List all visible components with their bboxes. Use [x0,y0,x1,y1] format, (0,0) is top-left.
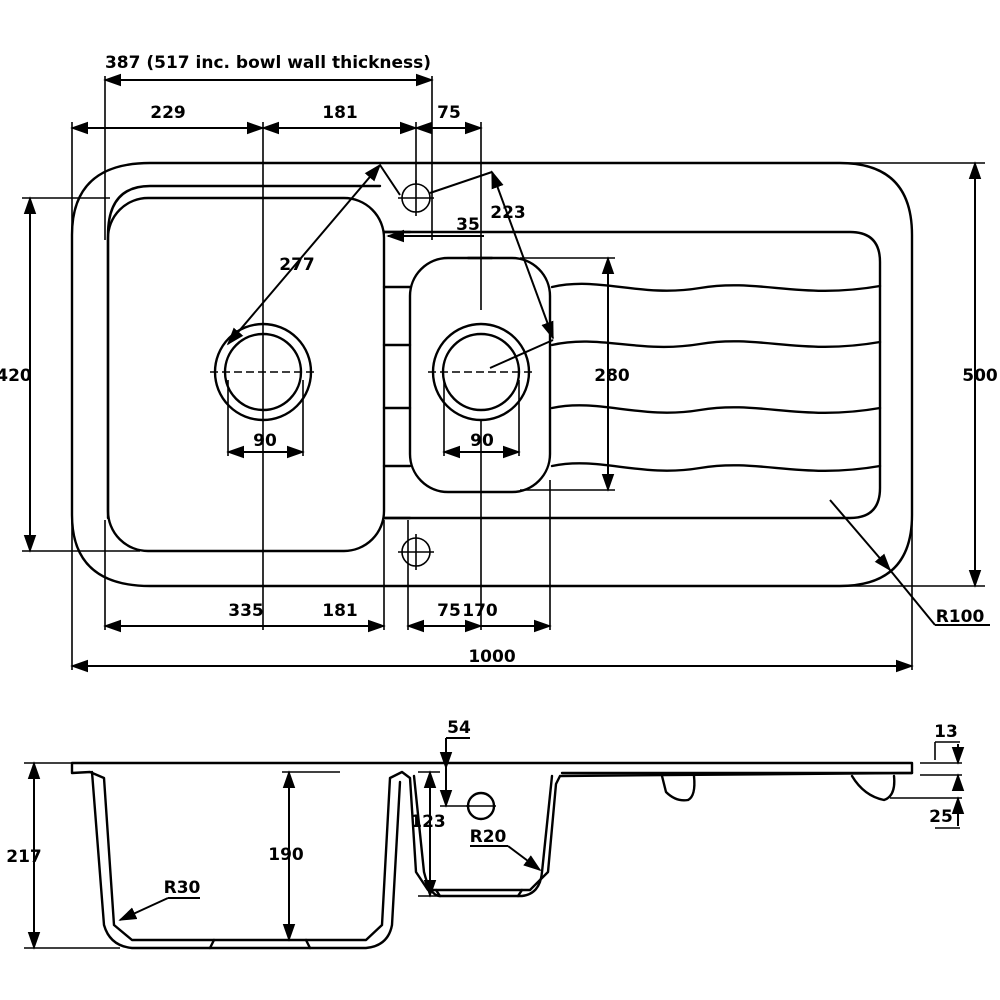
drainer-grooves [382,282,882,472]
dim-r30: R30 [164,878,201,898]
section-view: 217 190 123 54 R20 R30 13 25 [6,718,965,950]
section-overflow [466,791,496,821]
dim-75-top: 75 [437,103,461,123]
dim-75-bottom: 75 [437,601,461,621]
dim-500: 500 [962,366,998,386]
main-bowl [106,196,386,553]
dim-r20: R20 [470,827,507,847]
dim-35: 35 [456,215,480,235]
dim-181-bottom: 181 [322,601,358,621]
dim-190: 190 [268,845,304,865]
dim-90-small: 90 [470,431,494,451]
dim-170: 170 [462,601,498,621]
dim-335: 335 [228,601,264,621]
extension-lines [22,76,985,670]
dim-280: 280 [594,366,630,386]
dim-90-main: 90 [253,431,277,451]
dim-229: 229 [150,103,186,123]
dim-123: 123 [410,812,446,832]
dim-277: 277 [279,255,315,275]
dim-25: 25 [929,807,953,827]
sink-outline [70,161,914,588]
plan-view: 387 (517 inc. bowl wall thickness) 229 1… [0,53,998,673]
dim-54: 54 [447,718,471,738]
dim-13: 13 [934,722,958,742]
dim-420: 420 [0,366,32,386]
dim-1000: 1000 [468,647,515,667]
section-rim [70,761,914,942]
dim-217: 217 [6,847,42,867]
dim-bowl-total: 387 (517 inc. bowl wall thickness) [105,53,431,73]
dim-r100: R100 [936,607,985,627]
dim-181-top: 181 [322,103,358,123]
rim-inner-edge [106,184,882,520]
main-waste [210,322,318,422]
dim-223: 223 [490,203,526,223]
dimension-lines [23,73,990,673]
section-dimension-lines [27,737,965,950]
tap-hole-top [398,180,434,216]
tap-hole-bottom [398,534,434,570]
